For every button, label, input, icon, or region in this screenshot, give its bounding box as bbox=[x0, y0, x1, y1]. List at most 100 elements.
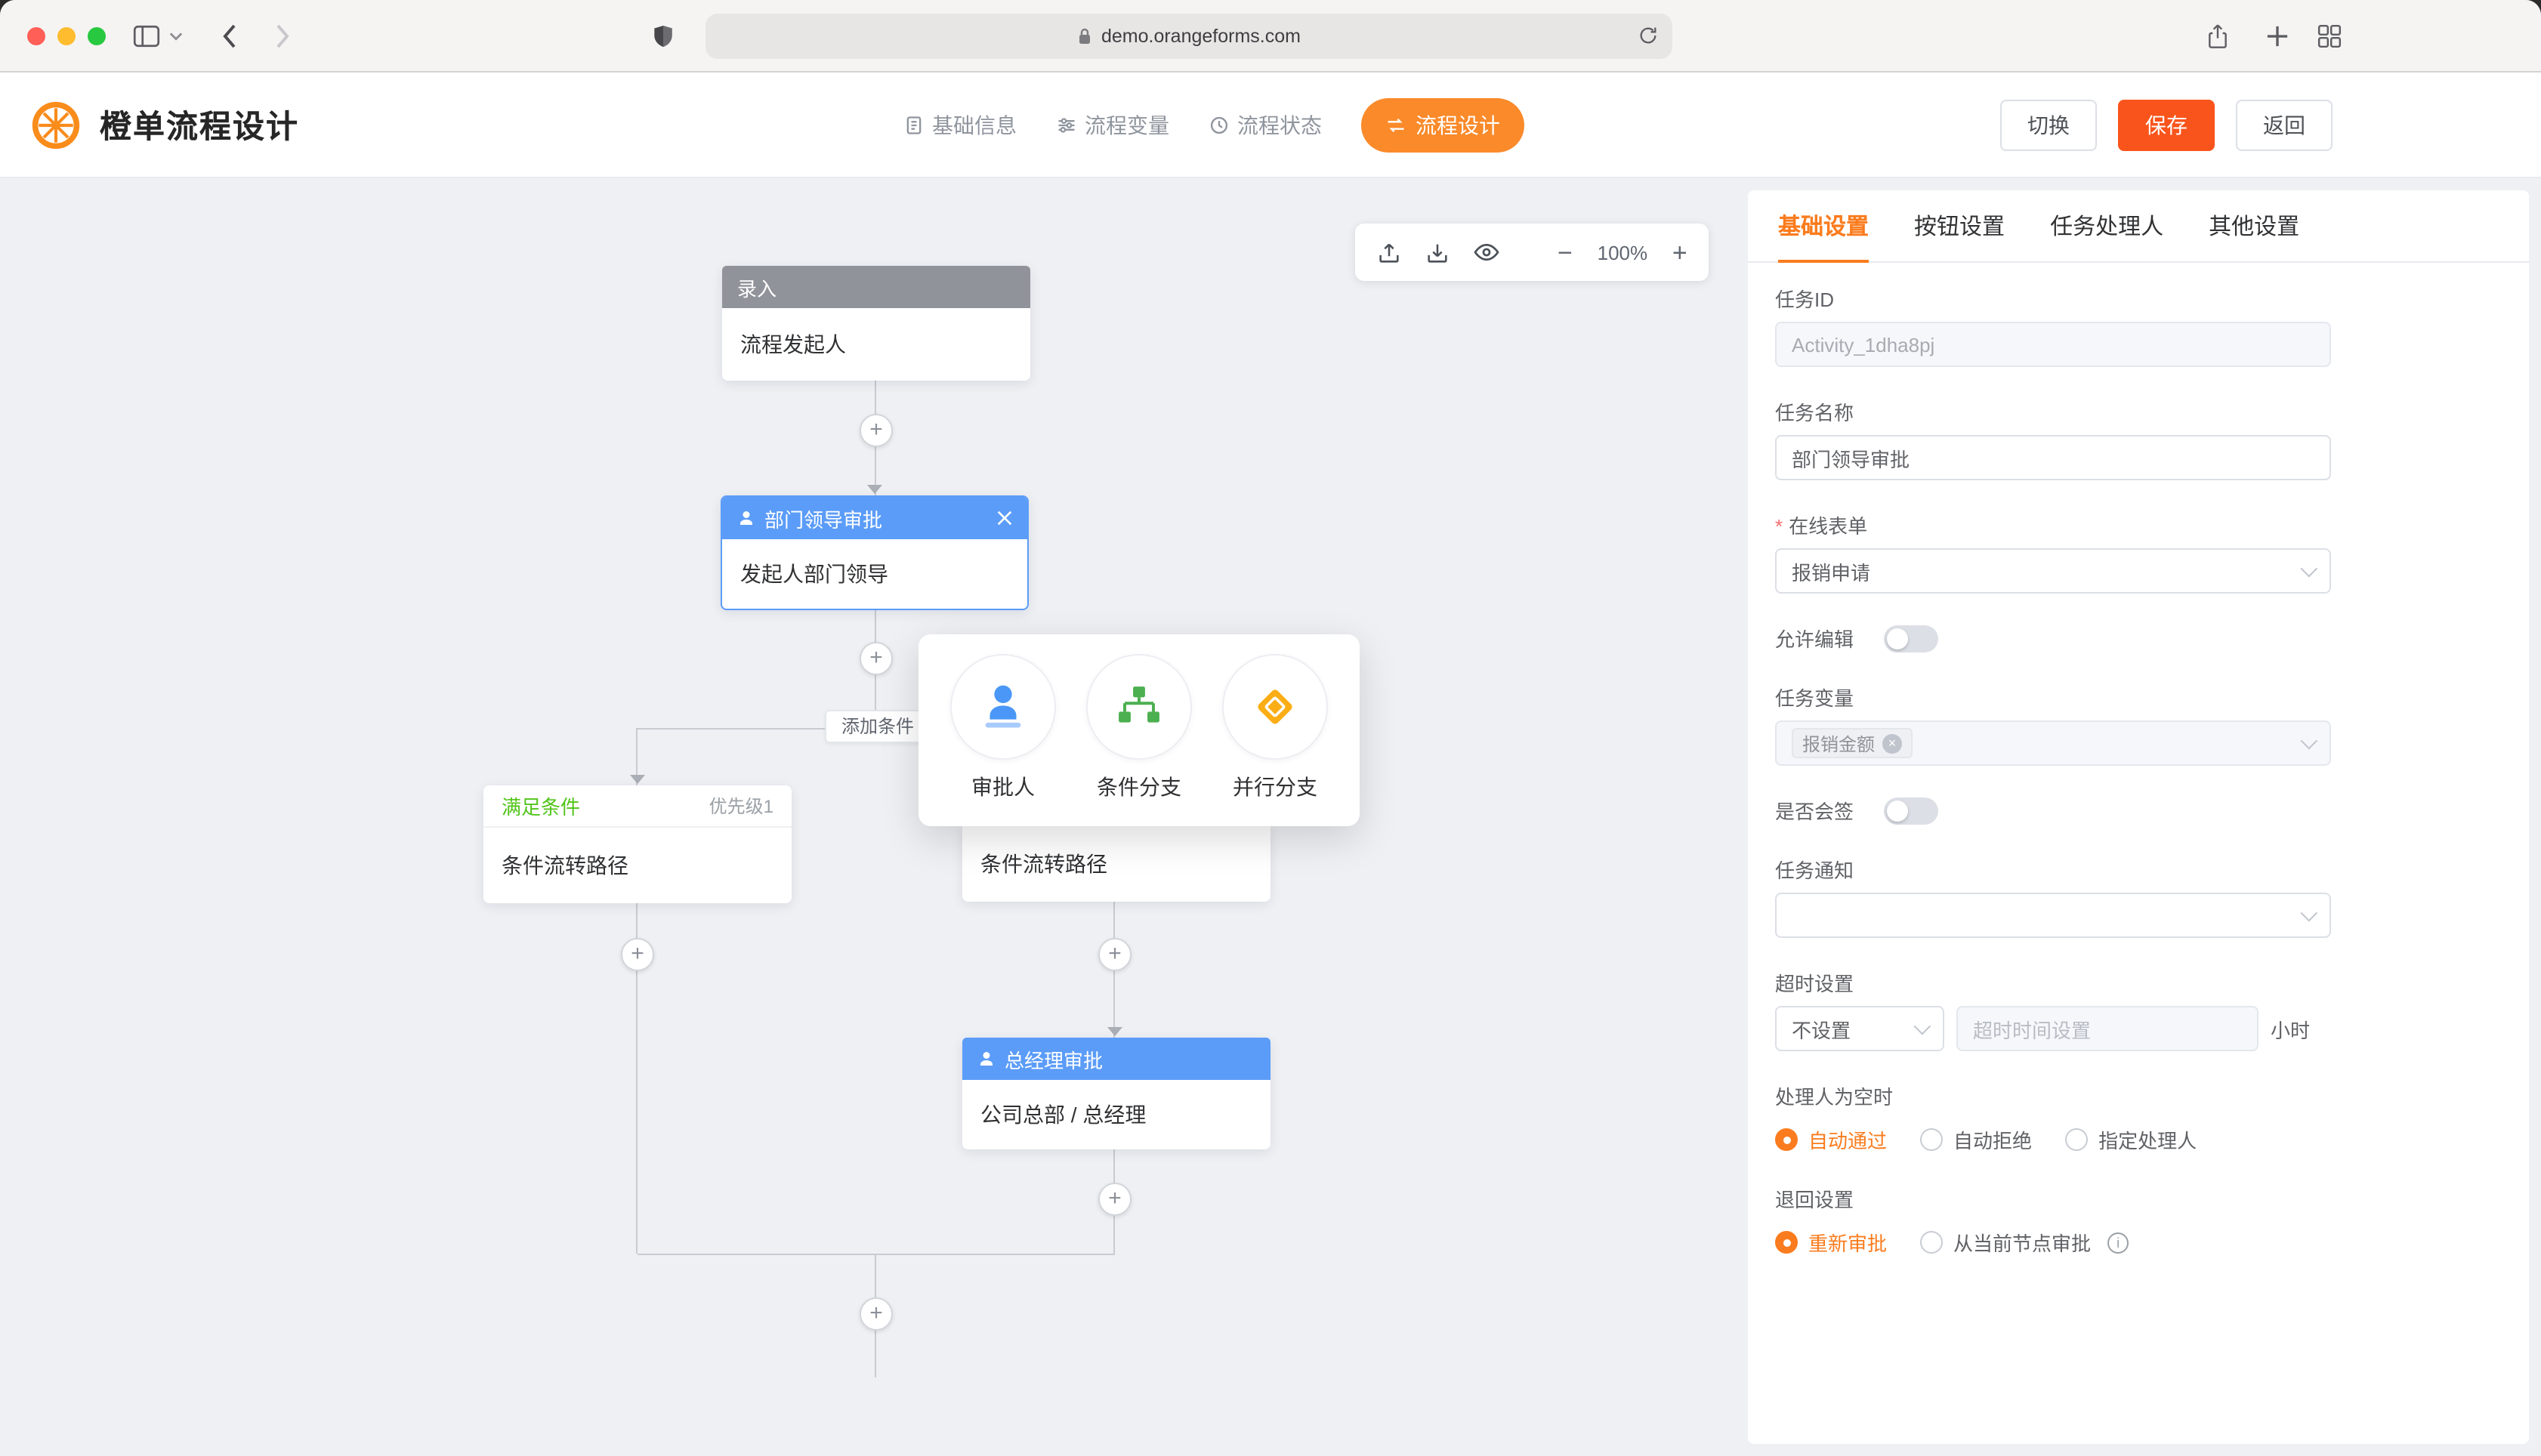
allow-edit-label: 允许编辑 bbox=[1775, 628, 1854, 651]
task-name-label: 任务名称 bbox=[1775, 402, 1854, 424]
dept-approval-node-body: 发起人部门领导 bbox=[722, 539, 1027, 609]
connector-arrow bbox=[867, 485, 882, 494]
window-zoom-button[interactable] bbox=[88, 27, 106, 45]
condition-node-header: 满足条件 优先级1 bbox=[483, 785, 792, 828]
flow-canvas: − 100% + + + + + + + 添加条件 录入 流程发起人 bbox=[0, 178, 2541, 1456]
task-variable-select[interactable]: 报销金额 bbox=[1775, 720, 2331, 766]
condition-met-label: 满足条件 bbox=[502, 796, 581, 819]
radio-from-current-node[interactable]: 从当前节点审批 bbox=[1920, 1228, 2129, 1257]
preview-eye-icon[interactable] bbox=[1473, 239, 1500, 266]
task-notify-select[interactable] bbox=[1775, 893, 2331, 938]
condition-node-left[interactable]: 满足条件 优先级1 条件流转路径 bbox=[483, 785, 792, 903]
countersign-toggle[interactable] bbox=[1884, 797, 1939, 824]
close-icon[interactable] bbox=[997, 511, 1012, 526]
task-name-input[interactable]: 部门领导审批 bbox=[1775, 435, 2331, 480]
lock-icon bbox=[1077, 27, 1092, 45]
tab-overview-icon[interactable] bbox=[2317, 23, 2342, 48]
tab-other-settings[interactable]: 其他设置 bbox=[2209, 214, 2300, 240]
page-title: 橙单流程设计 bbox=[100, 110, 299, 144]
return-setting-label: 退回设置 bbox=[1775, 1189, 1854, 1211]
panel-tabs: 基础设置 按钮设置 任务处理人 其他设置 bbox=[1748, 190, 2529, 263]
field-timeout: 超时设置 不设置 超时时间设置 小时 bbox=[1775, 968, 2331, 1051]
export-icon[interactable] bbox=[1376, 239, 1402, 265]
gm-approval-node[interactable]: 总经理审批 公司总部 / 总经理 bbox=[962, 1038, 1270, 1149]
timeout-mode-select[interactable]: 不设置 bbox=[1775, 1006, 1944, 1051]
empty-handler-label: 处理人为空时 bbox=[1775, 1086, 1894, 1109]
parallel-branch-icon bbox=[1222, 654, 1328, 760]
condition-branch-icon bbox=[1086, 654, 1192, 760]
popup-item-approver[interactable]: 审批人 bbox=[943, 654, 1064, 826]
canvas-toolbar: − 100% + bbox=[1355, 224, 1709, 281]
variable-tag: 报销金额 bbox=[1792, 728, 1913, 758]
back-to-list-button[interactable]: 返回 bbox=[2236, 100, 2333, 151]
tab-flow-design[interactable]: 流程设计 bbox=[1361, 98, 1524, 153]
add-node-button[interactable]: + bbox=[1098, 938, 1132, 971]
start-node-header: 录入 bbox=[722, 266, 1030, 308]
sidebar-toggle-icon[interactable] bbox=[133, 24, 160, 47]
switch-button[interactable]: 切换 bbox=[2000, 100, 2097, 151]
condition-node-right[interactable]: 条件流转路径 bbox=[962, 826, 1270, 902]
field-online-form: 在线表单 报销申请 bbox=[1775, 511, 2331, 594]
tag-close-icon[interactable] bbox=[1882, 733, 1903, 753]
task-id-label: 任务ID bbox=[1775, 288, 1835, 311]
radio-re-approve[interactable]: 重新审批 bbox=[1775, 1228, 1887, 1257]
radio-dot bbox=[2065, 1128, 2089, 1151]
window-close-button[interactable] bbox=[27, 27, 45, 45]
field-task-name: 任务名称 部门领导审批 bbox=[1775, 397, 2331, 480]
popup-item-condition-branch[interactable]: 条件分支 bbox=[1079, 654, 1199, 826]
chevron-down-icon bbox=[2300, 560, 2318, 578]
header-actions: 切换 保存 返回 bbox=[2000, 72, 2333, 178]
connector-line bbox=[636, 903, 638, 1254]
condition-node-body: 条件流转路径 bbox=[962, 826, 1270, 902]
add-node-button[interactable]: + bbox=[860, 1297, 893, 1331]
dept-approval-node[interactable]: 部门领导审批 发起人部门领导 bbox=[721, 495, 1029, 610]
radio-assign-handler[interactable]: 指定处理人 bbox=[2065, 1125, 2197, 1154]
add-node-button-active[interactable]: + bbox=[860, 642, 893, 675]
share-icon[interactable] bbox=[2206, 22, 2230, 49]
tab-basic-info[interactable]: 基础信息 bbox=[903, 110, 1017, 140]
zoom-in-button[interactable]: + bbox=[1672, 238, 1687, 267]
allow-edit-toggle[interactable] bbox=[1884, 625, 1939, 652]
download-icon[interactable] bbox=[1425, 239, 1450, 265]
start-node[interactable]: 录入 流程发起人 bbox=[722, 266, 1030, 381]
new-tab-button[interactable] bbox=[2266, 24, 2289, 47]
add-node-button[interactable]: + bbox=[621, 938, 654, 971]
address-bar[interactable]: demo.orangeforms.com bbox=[705, 14, 1672, 59]
online-form-select[interactable]: 报销申请 bbox=[1775, 548, 2331, 594]
tab-basic-settings[interactable]: 基础设置 bbox=[1778, 190, 1869, 263]
popup-item-parallel-branch[interactable]: 并行分支 bbox=[1215, 654, 1335, 826]
back-button[interactable] bbox=[222, 23, 237, 48]
chevron-down-icon[interactable] bbox=[169, 31, 183, 40]
field-allow-edit: 允许编辑 bbox=[1775, 624, 2331, 652]
radio-dot-selected bbox=[1775, 1128, 1798, 1151]
app-header: 橙单流程设计 基础信息 流程变量 流程状态 流程设计 切换 保存 返回 bbox=[0, 72, 2541, 178]
countersign-label: 是否会签 bbox=[1775, 800, 1854, 823]
add-node-button[interactable]: + bbox=[1098, 1183, 1132, 1216]
field-task-id: 任务ID Activity_1dha8pj bbox=[1775, 284, 2331, 367]
tab-task-handler[interactable]: 任务处理人 bbox=[2050, 214, 2164, 240]
add-node-button[interactable]: + bbox=[860, 414, 893, 447]
connector-arrow bbox=[630, 775, 645, 784]
tab-flow-status[interactable]: 流程状态 bbox=[1209, 110, 1322, 140]
radio-auto-reject[interactable]: 自动拒绝 bbox=[1920, 1125, 2032, 1154]
privacy-shield-icon[interactable] bbox=[653, 23, 674, 48]
timeout-value-input[interactable]: 超时时间设置 bbox=[1956, 1006, 2258, 1051]
browser-toolbar: demo.orangeforms.com bbox=[0, 0, 2541, 72]
forward-button[interactable] bbox=[275, 23, 290, 48]
tab-button-settings[interactable]: 按钮设置 bbox=[1914, 214, 2005, 240]
task-id-input[interactable]: Activity_1dha8pj bbox=[1775, 322, 2331, 367]
refresh-icon[interactable] bbox=[1638, 24, 1659, 51]
add-condition-label[interactable]: 添加条件 bbox=[825, 710, 931, 743]
user-icon bbox=[977, 1050, 996, 1068]
radio-auto-approve[interactable]: 自动通过 bbox=[1775, 1125, 1887, 1154]
save-button[interactable]: 保存 bbox=[2118, 100, 2215, 151]
zoom-out-button[interactable]: − bbox=[1558, 238, 1573, 267]
status-icon bbox=[1210, 116, 1228, 134]
window-minimize-button[interactable] bbox=[57, 27, 76, 45]
online-form-label: 在线表单 bbox=[1775, 511, 2331, 539]
radio-dot bbox=[1920, 1231, 1944, 1254]
url-text: demo.orangeforms.com bbox=[1101, 26, 1301, 47]
info-icon[interactable] bbox=[2107, 1232, 2129, 1253]
tab-flow-variables[interactable]: 流程变量 bbox=[1056, 110, 1169, 140]
